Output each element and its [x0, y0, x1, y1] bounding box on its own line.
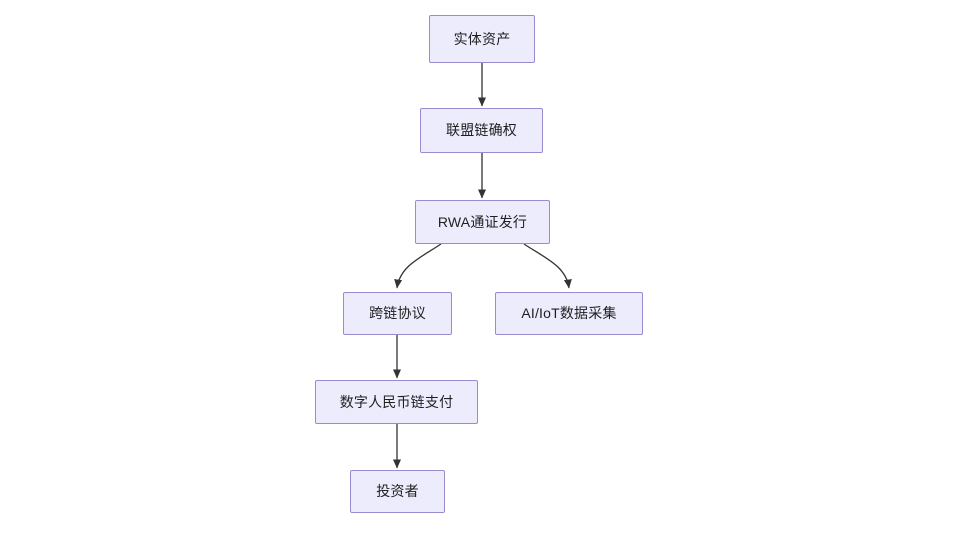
node-investor[interactable]: 投资者: [350, 470, 445, 513]
node-ai-iot-data-collection[interactable]: AI/IoT数据采集: [495, 292, 643, 335]
node-consortium-chain-rights[interactable]: 联盟链确权: [420, 108, 543, 153]
node-label: 跨链协议: [369, 305, 426, 322]
node-rwa-token-issuance[interactable]: RWA通证发行: [415, 200, 550, 244]
node-physical-asset[interactable]: 实体资产: [429, 15, 535, 63]
node-cross-chain-protocol[interactable]: 跨链协议: [343, 292, 452, 335]
node-label: 实体资产: [453, 30, 511, 47]
node-label: AI/IoT数据采集: [521, 305, 617, 322]
node-label: 投资者: [376, 483, 419, 500]
node-label: RWA通证发行: [437, 213, 528, 230]
node-label: 联盟链确权: [446, 122, 517, 139]
node-digital-rmb-chain-payment[interactable]: 数字人民币链支付: [315, 380, 478, 424]
edge-rwa-to-crosschain: [394, 243, 442, 289]
node-label: 数字人民币链支付: [339, 393, 454, 410]
edge-rwa-to-aiiot: [523, 243, 572, 289]
